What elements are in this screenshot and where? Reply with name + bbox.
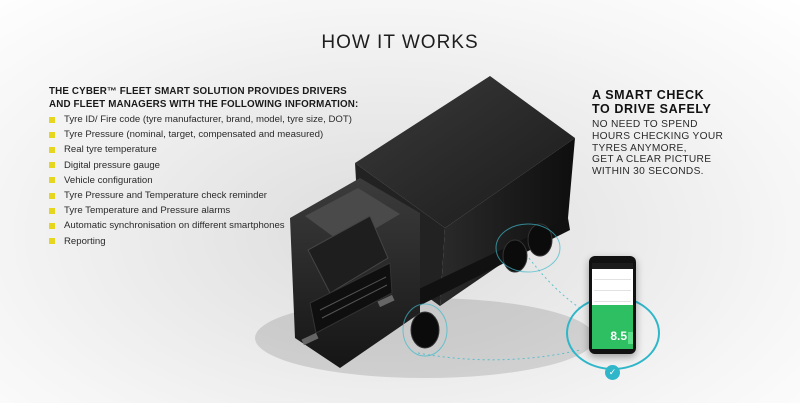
smart-text-line: GET A CLEAR PICTURE (592, 154, 712, 166)
smart-heading-line: A SMART CHECK (592, 88, 705, 102)
feature-label: Reporting (64, 235, 106, 247)
feature-item: Tyre Pressure and Temperature check remi… (49, 188, 352, 203)
smart-heading-line: TO DRIVE SAFELY (592, 101, 712, 116)
feature-label: Tyre ID/ Fire code (tyre manufacturer, b… (64, 114, 352, 126)
intro-line: THE CYBER™ FLEET SMART SOLUTION PROVIDES… (49, 86, 347, 97)
square-bullet-icon (49, 238, 55, 245)
phone-status-bar (592, 263, 633, 269)
intro-text: THE CYBER™ FLEET SMART SOLUTION PROVIDES… (49, 85, 379, 111)
feature-item: Tyre Temperature and Pressure alarms (49, 203, 352, 218)
square-bullet-icon (49, 192, 55, 199)
phone-list-row (594, 293, 631, 302)
truck-illustration (255, 76, 595, 378)
phone-screen: 8.5 (592, 263, 633, 349)
smart-text-line: NO NEED TO SPEND (592, 119, 698, 130)
feature-label: Tyre Temperature and Pressure alarms (64, 205, 231, 217)
feature-item: Tyre ID/ Fire code (tyre manufacturer, b… (49, 112, 352, 127)
feature-label: Digital pressure gauge (64, 159, 160, 171)
smart-check-text: NO NEED TO SPEND HOURS CHECKING YOUR TYR… (592, 119, 723, 178)
feature-label: Real tyre temperature (64, 144, 157, 156)
smart-text-line: WITHIN 30 SECONDS. (592, 166, 704, 178)
smart-text-line: TYRES ANYMORE, (592, 142, 687, 154)
phone-list-row (594, 282, 631, 291)
intro-line: AND FLEET MANAGERS WITH THE FOLLOWING IN… (49, 99, 359, 110)
square-bullet-icon (49, 177, 55, 184)
gauge-tag (628, 332, 633, 344)
feature-item: Automatic synchronisation on different s… (49, 218, 352, 233)
feature-label: Tyre Pressure (nominal, target, compensa… (64, 129, 324, 141)
smart-text-line: HOURS CHECKING YOUR (592, 130, 724, 142)
feature-label: Automatic synchronisation on different s… (64, 220, 285, 232)
square-bullet-icon (49, 222, 55, 229)
smart-check-heading: A SMART CHECK TO DRIVE SAFELY (592, 88, 712, 116)
smartphone-mockup: 8.5 (589, 256, 636, 354)
feature-label: Vehicle configuration (64, 174, 153, 186)
square-bullet-icon (49, 146, 55, 153)
square-bullet-icon (49, 131, 55, 138)
feature-list: Tyre ID/ Fire code (tyre manufacturer, b… (49, 112, 352, 249)
square-bullet-icon (49, 207, 55, 214)
feature-item: Tyre Pressure (nominal, target, compensa… (49, 127, 352, 142)
feature-label: Tyre Pressure and Temperature check remi… (64, 190, 267, 202)
feature-item: Vehicle configuration (49, 173, 352, 188)
phone-list-row (594, 271, 631, 280)
square-bullet-icon (49, 162, 55, 169)
feature-item: Digital pressure gauge (49, 158, 352, 173)
feature-item: Real tyre temperature (49, 142, 352, 157)
square-bullet-icon (49, 116, 55, 123)
gauge-value: 8.5 (610, 329, 627, 343)
checkmark-icon: ✓ (605, 365, 620, 380)
pressure-gauge: 8.5 (592, 305, 633, 349)
feature-item: Reporting (49, 234, 352, 249)
page-title: HOW IT WORKS (321, 32, 479, 53)
